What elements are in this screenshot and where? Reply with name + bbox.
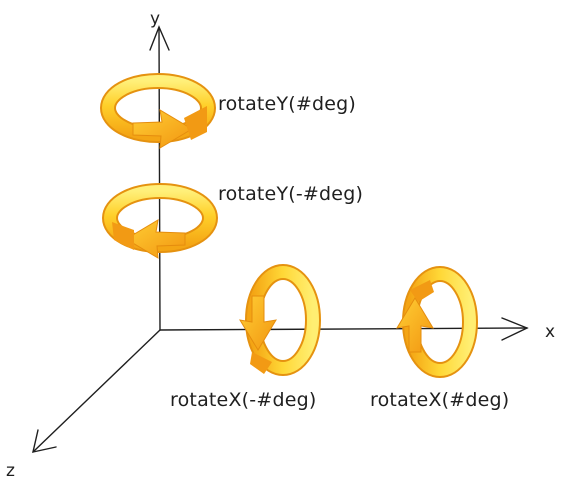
z-axis-label: z (6, 461, 15, 481)
y-axis-label: y (150, 9, 160, 29)
rotation-arrow-cw-horizontal-icon (100, 73, 216, 149)
z-axis-line (32, 329, 161, 453)
label-rotate-y-negative: rotateY(-#deg) (218, 183, 363, 205)
label-rotate-x-positive: rotateX(#deg) (370, 389, 509, 411)
rotation-arrow-up-vertical-icon (396, 266, 478, 378)
label-rotate-x-negative: rotateX(-#deg) (170, 389, 316, 411)
y-axis-arrowhead (149, 25, 170, 51)
x-axis-arrowhead (501, 317, 529, 341)
x-axis-label: x (545, 322, 555, 342)
label-rotate-y-positive: rotateY(#deg) (218, 93, 356, 115)
z-axis-arrowhead (32, 429, 57, 453)
rotation-arrow-ccw-horizontal-icon (102, 183, 218, 259)
rotation-arrow-down-vertical-icon (239, 264, 321, 376)
